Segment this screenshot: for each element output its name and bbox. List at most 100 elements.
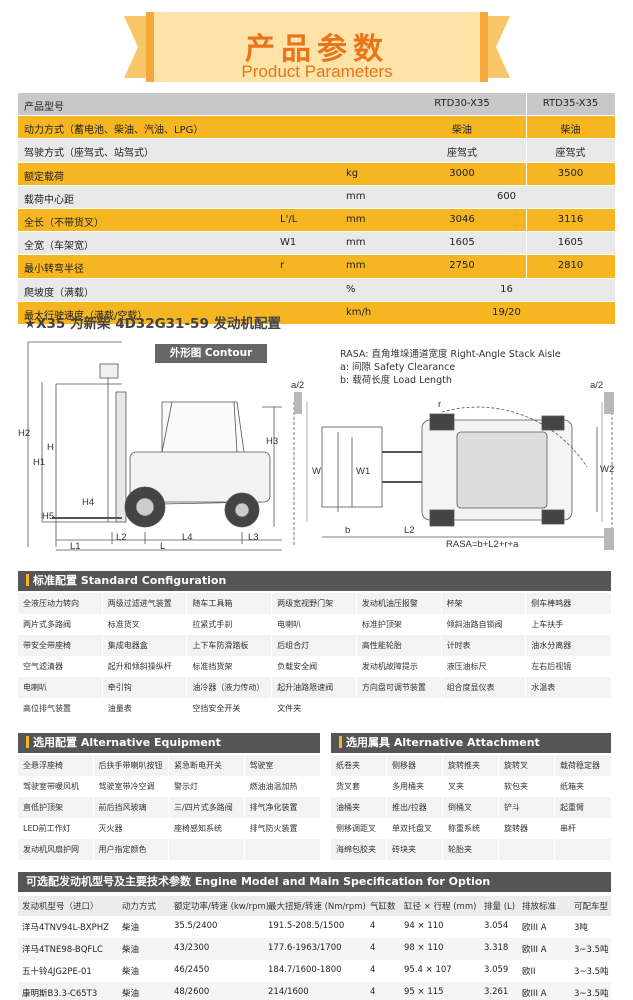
grid-item: 砖块夹 [387, 839, 443, 860]
dim-h: H [47, 442, 54, 453]
engine-cell: 3.054 [484, 921, 509, 931]
param-v1: 3046 [449, 213, 475, 225]
dim-h3: H3 [266, 436, 279, 447]
grid-item: 水温表 [531, 683, 556, 692]
engine-cell: 洋马4TNE98-BQFLC [22, 945, 103, 955]
header-accent [339, 736, 342, 748]
alternative-equipment-title: 选用配置 Alternative Equipment [33, 736, 221, 749]
grid-item: 全悬浮座椅 [18, 755, 94, 776]
grid-item: 货叉套 [331, 776, 387, 797]
contour-title: 外形图 Contour [155, 344, 267, 363]
param-v1: 柴油 [452, 125, 472, 137]
engine-cell: 缸径 × 行程 (mm) [404, 902, 477, 912]
grid-item: 起重臂 [560, 803, 584, 812]
param-name: 载荷中心距 [24, 194, 74, 206]
engine-cell: 98 × 110 [404, 943, 444, 953]
standard-config-header: 标准配置 Standard Configuration [18, 571, 611, 591]
engine-cell: 4 [370, 921, 376, 931]
header-banner: 产品参数 Product Parameters [124, 10, 510, 84]
dim-w: W [312, 466, 321, 477]
grid-item: 驾驶室带暖风机 [18, 776, 94, 797]
param-v2: 座驾式 [555, 148, 586, 160]
grid-item: 轮胎夹 [443, 839, 499, 860]
param-name: 驾驶方式（座驾式、站驾式） [24, 148, 154, 160]
param-unit: kg [346, 167, 359, 179]
grid-item [555, 839, 611, 860]
grid-item: 称重系统 [443, 818, 499, 839]
engine-cell: 4 [370, 987, 376, 997]
engine-cell: 欧II [522, 967, 536, 977]
grid-item: 发动机风扇护网 [18, 839, 94, 860]
grid-item: 纸卷夹 [331, 755, 387, 776]
engine-cell: 柴油 [122, 945, 140, 955]
param-v2: 1605 [557, 237, 584, 249]
engine-cell: 3~3.5吨 [574, 967, 609, 977]
alternative-equipment-header: 选用配置 Alternative Equipment [18, 733, 320, 753]
engine-spec-title: 可选配发动机型号及主要技术参数 Engine Model and Main Sp… [26, 875, 491, 888]
engine-cell: 可配车型 [574, 902, 609, 912]
param-name: 全宽（车架宽） [24, 241, 94, 253]
engine-cell: 3.059 [484, 965, 509, 975]
engine-cell: 排量 (L) [484, 902, 516, 912]
param-row: 爬坡度（满载）%16 [18, 278, 615, 302]
grid-item: 全液压动力转向 [18, 593, 103, 614]
grid-item: 随车工具箱 [187, 593, 273, 614]
engine-cell: 4 [370, 965, 376, 975]
param-sym: L'/L [280, 213, 298, 225]
engine-header-row: 发动机型号（进口）动力方式额定功率/转速 (kw/rpm)最大扭矩/转速 (Nm… [18, 896, 611, 916]
grid-item: 上车扶手 [531, 620, 564, 629]
param-v2: 3500 [557, 167, 584, 179]
dim-w2: W2 [600, 464, 615, 475]
page-title: 产品参数 [245, 32, 389, 67]
dim-r: r [438, 399, 442, 410]
grid-item: 灭火器 [94, 818, 169, 839]
param-sym: r [280, 260, 285, 272]
grid-item: 拉紧式手刹 [187, 614, 273, 635]
param-name: 额定载荷 [24, 171, 64, 183]
engine-cell: 柴油 [122, 967, 140, 977]
grid-item: 高性能轮胎 [357, 635, 442, 656]
grid-item: 发动机故障提示 [357, 656, 442, 677]
grid-item: 液压油标尺 [442, 656, 527, 677]
grid-item: 铲斗 [499, 797, 555, 818]
engine-note: ★X35 为新柴 4D32G31-59 发动机配置 [24, 316, 282, 332]
param-v2: 3116 [557, 213, 584, 225]
engine-cell: 214/1600 [268, 987, 309, 997]
grid-item: 直低护顶架 [18, 797, 94, 818]
rasa-notes: RASA: 直角堆垛通道宽度 Right-Angle Stack Aisle a… [340, 348, 561, 387]
param-v1: 2750 [449, 260, 475, 272]
grid-item: 方向盘可调节装置 [357, 677, 442, 698]
grid-item: 软包夹 [499, 776, 555, 797]
param-v1: 3000 [449, 167, 475, 179]
grid-row-bg [18, 656, 611, 677]
param-v2: 柴油 [560, 125, 581, 137]
banner-ribbon [124, 12, 510, 82]
grid-item: 油水分离器 [531, 641, 572, 650]
engine-cell: 94 × 110 [404, 921, 444, 931]
grid-item: 油冷器（液力传动） [187, 677, 273, 698]
column-divider [526, 139, 527, 162]
rasa-clearance: a: 间隙 Safety Clearance [340, 362, 456, 373]
grid-item: 纸箱夹 [560, 782, 584, 791]
engine-cell: 康明斯B3.3-C65T3 [22, 989, 98, 999]
engine-cell: 35.5/2400 [174, 921, 218, 931]
dim-h2: H2 [18, 428, 31, 439]
engine-cell: 额定功率/转速 (kw/rpm) [174, 902, 270, 912]
grid-item: 起升和倾斜操纵杆 [103, 656, 188, 677]
engine-cell: 3.318 [484, 943, 509, 953]
engine-cell: 欧III A [522, 945, 547, 955]
engine-spec-header: 可选配发动机型号及主要技术参数 Engine Model and Main Sp… [18, 872, 611, 892]
dim-l2-top: L2 [404, 525, 415, 536]
param-merged: 16 [500, 283, 513, 295]
engine-cell: 4 [370, 943, 376, 953]
grid-item: 空挡安全开关 [187, 698, 273, 719]
param-merged: 600 [496, 190, 517, 202]
param-unit: mm [346, 260, 366, 272]
engine-cell: 3~3.5吨 [574, 945, 609, 955]
dim-l3: L3 [248, 532, 259, 543]
dim-l4: L4 [182, 532, 193, 543]
